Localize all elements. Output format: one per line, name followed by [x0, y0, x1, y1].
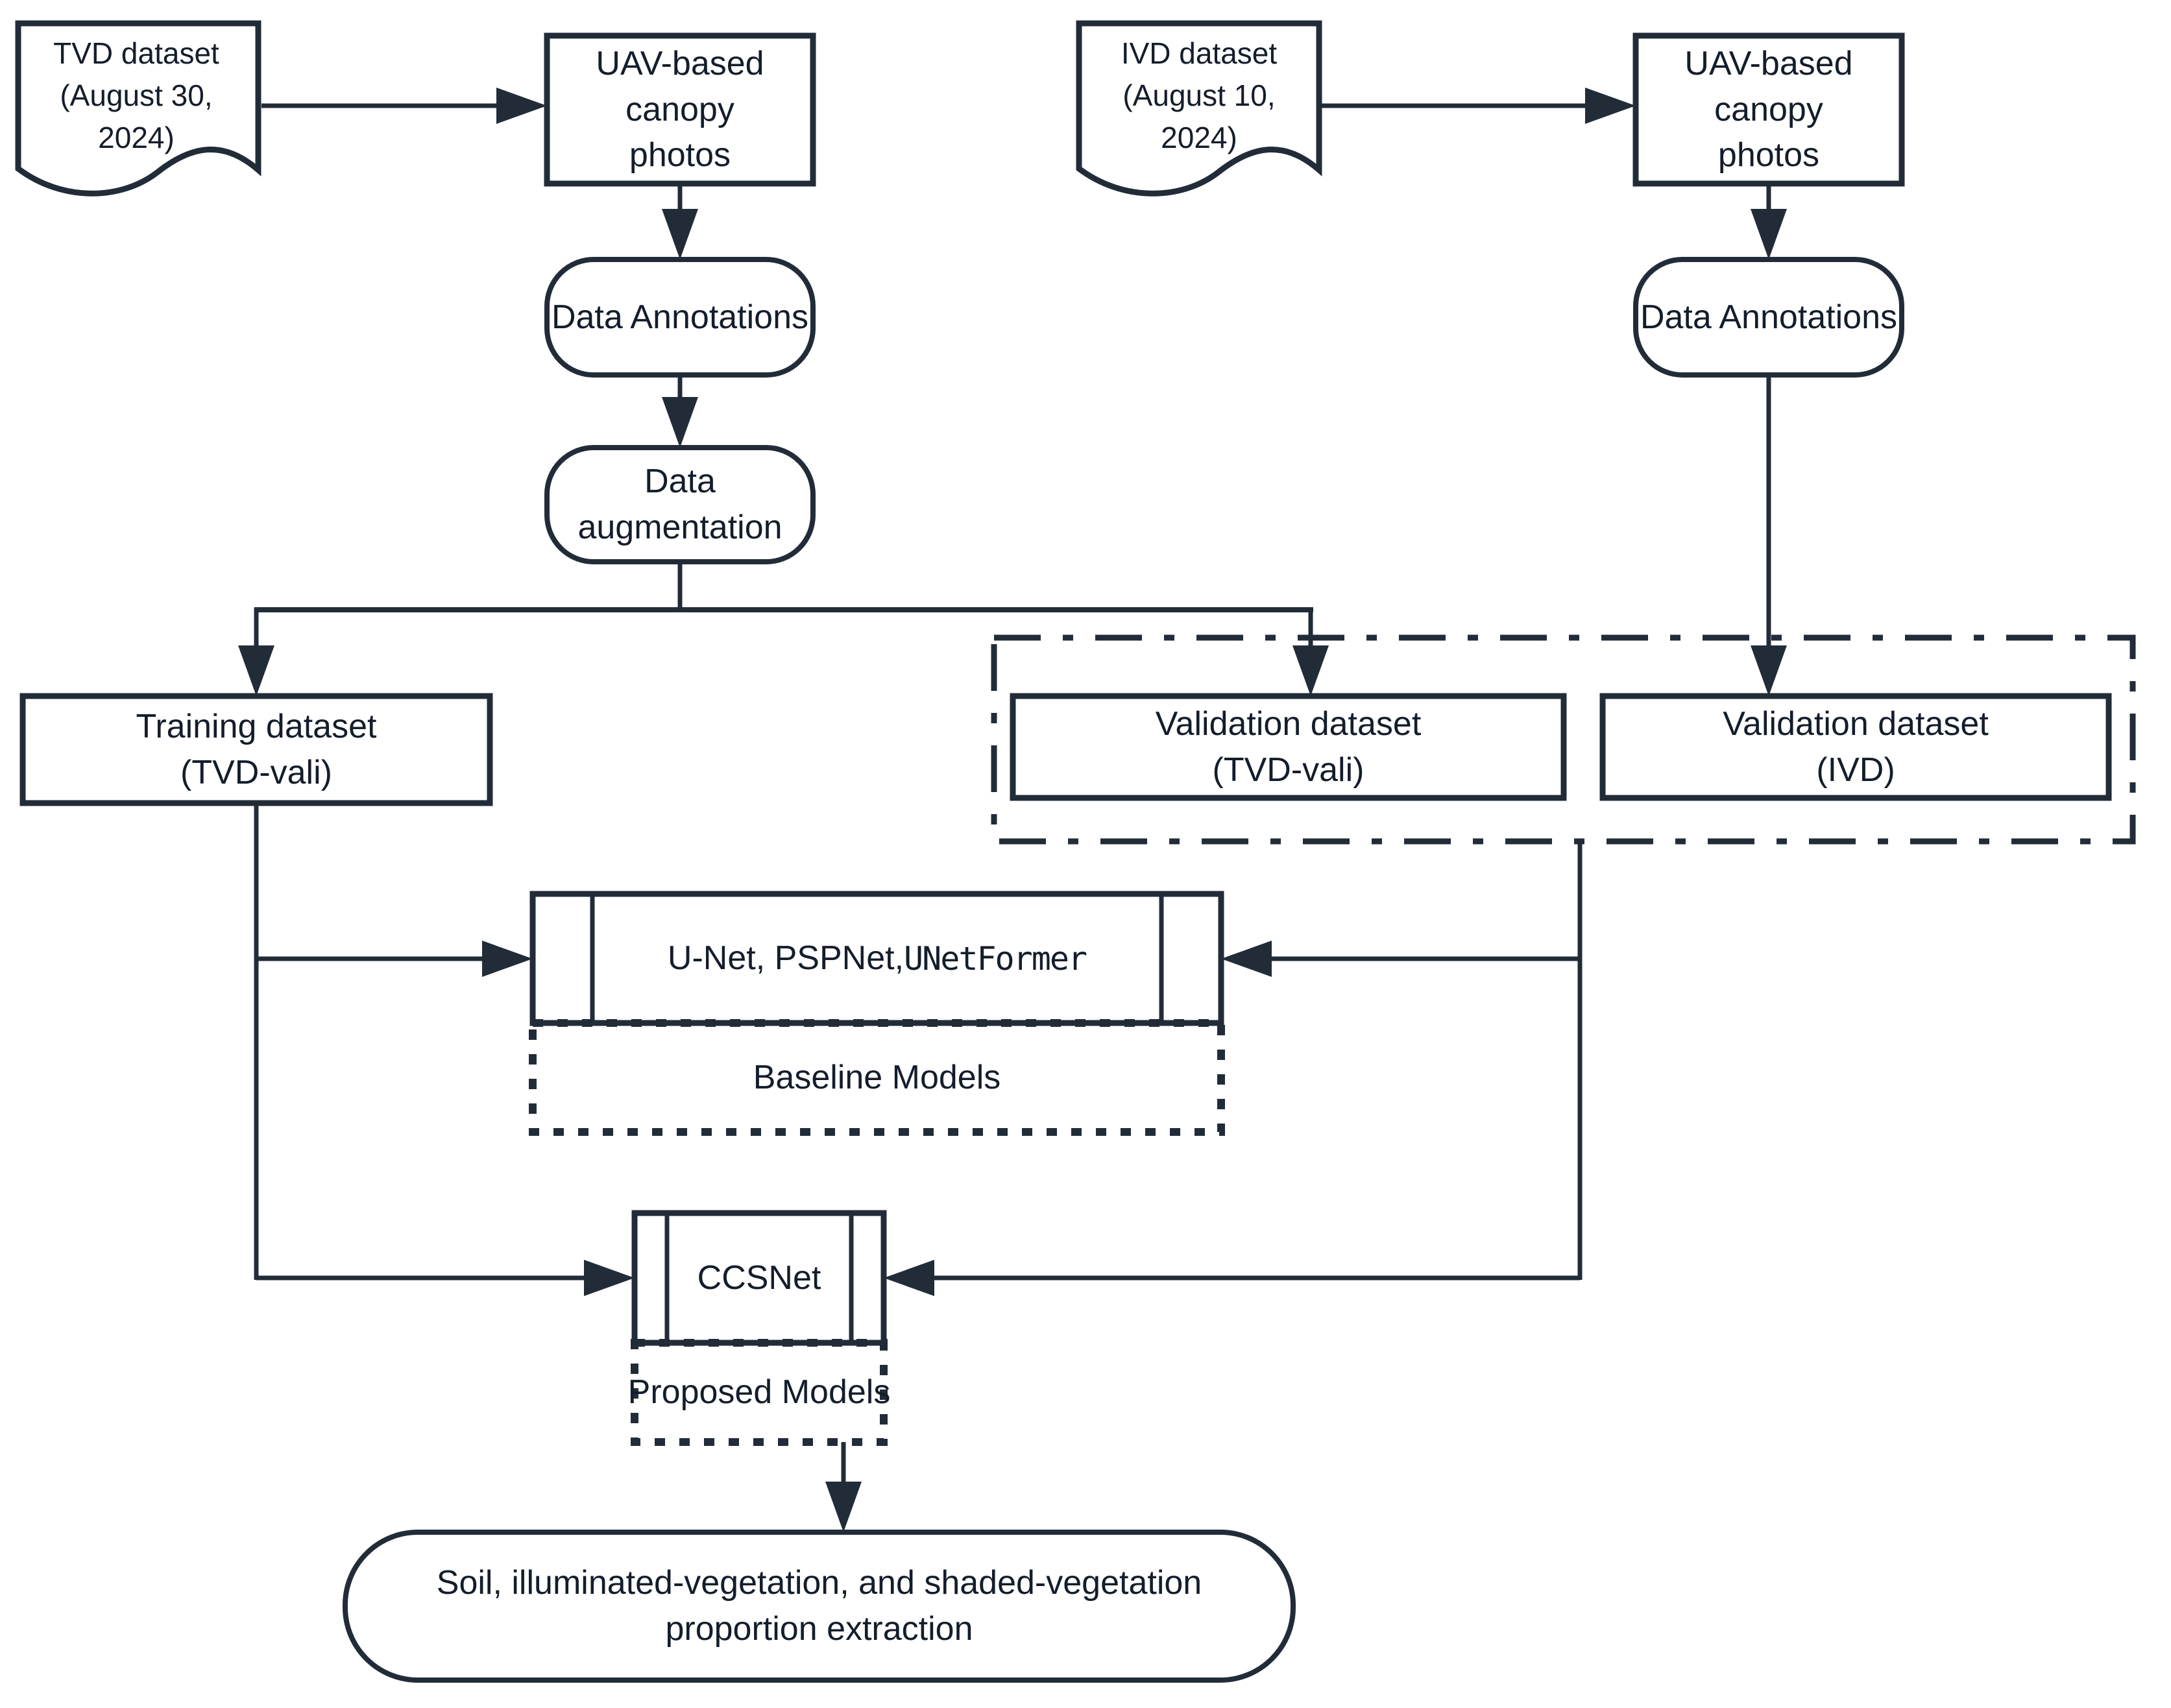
arrowheads — [238, 88, 1787, 1532]
data-annotations-left-label: Data Annotations — [551, 298, 809, 336]
data-annotations-right-label: Data Annotations — [1640, 298, 1898, 336]
data-augmentation-label: Data augmentation — [577, 463, 782, 546]
edge-augmentation-split — [254, 562, 1313, 658]
proposed-models-group-label: Proposed Models — [627, 1373, 891, 1412]
validation-tvd-label: Validation dataset (TVD-vali) — [1155, 704, 1422, 789]
baseline-models-group-label: Baseline Models — [753, 1058, 1001, 1096]
edge-training-rail — [254, 803, 600, 1281]
tvd-dataset-label: TVD dataset (August 30, 2024) — [53, 36, 219, 155]
node-validation-ivd-shape — [1599, 693, 2112, 801]
node-uav-photos-right-shape — [1632, 32, 1905, 187]
training-dataset-label: Training dataset (TVD-vali) — [136, 707, 377, 791]
group-baseline-models-dotted-border — [529, 1019, 1225, 1136]
node-baseline-models-subroutine-shape — [529, 891, 1224, 1026]
node-validation-tvd-shape — [1010, 693, 1567, 801]
uav-photos-left-label: UAV-based canopy photos — [596, 44, 764, 174]
ivd-dataset-label: IVD dataset (August 10, 2024) — [1121, 36, 1278, 155]
uav-photos-right-label: UAV-based canopy photos — [1684, 44, 1853, 174]
node-tvd-document-shape — [15, 20, 261, 197]
node-uav-photos-left-shape — [544, 32, 816, 187]
baseline-models-mono-part: UNetFormer — [904, 939, 1087, 978]
node-output-rounded-shape — [343, 1530, 1296, 1683]
edge-validation-rail — [918, 841, 1583, 1281]
group-proposed-models-dotted-border — [631, 1339, 888, 1446]
group-validation-dashdot-border — [991, 634, 2136, 845]
node-ivd-document-shape — [1076, 20, 1322, 197]
output-extraction-label: Soil, illuminated-vegetation, and shaded… — [436, 1564, 1202, 1648]
validation-ivd-label: Validation dataset (IVD) — [1723, 704, 1989, 789]
ccsnet-label: CCSNet — [697, 1258, 821, 1297]
node-training-dataset-shape — [19, 693, 493, 806]
baseline-models-list-label: U-Net, PSPNet, UNetFormer — [592, 894, 1161, 1023]
baseline-models-sans-part: U-Net, PSPNet, — [667, 939, 904, 978]
